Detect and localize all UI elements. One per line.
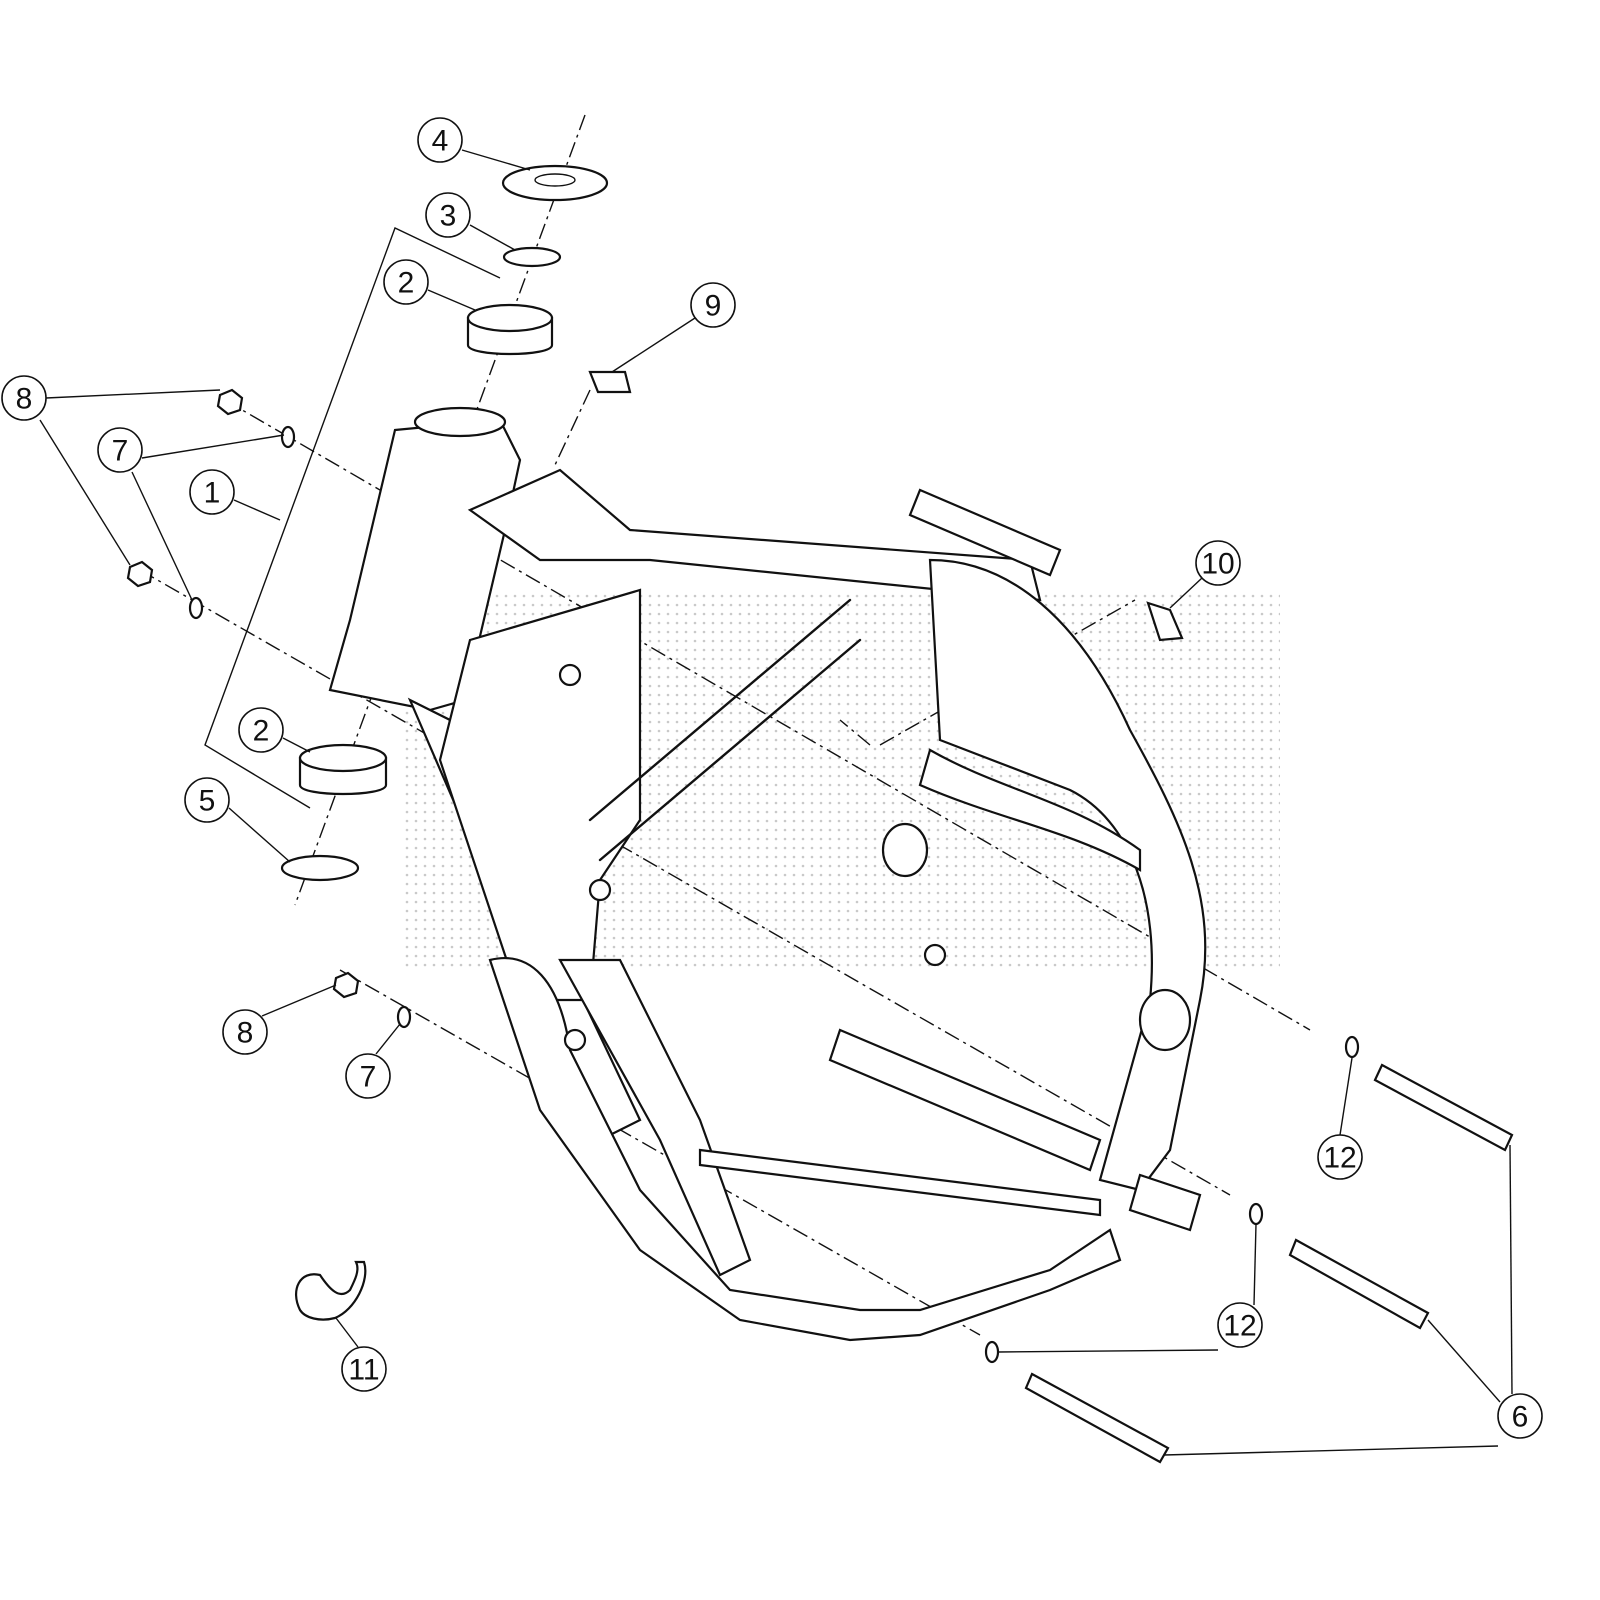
callout-3: 3 [425,192,471,238]
washer-12-c [984,1340,1000,1364]
callout-number: 11 [348,1354,379,1387]
motorcycle-frame [328,406,1207,1342]
callout-number: 10 [1201,548,1234,581]
leader-lines [39,149,1513,1456]
callout-circle [222,1009,268,1055]
nut-8-a [216,388,244,416]
callout-circle [345,1053,391,1099]
callouts: 4 3 2 9 8 7 1 10 2 5 8 7 12 12 11 6 [1,117,1543,1439]
bolt-6-b [1288,1238,1430,1330]
callout-circle [1217,1302,1263,1348]
callout-number: 12 [1223,1310,1256,1343]
callout-12: 12 [1217,1302,1263,1348]
callout-6: 6 [1497,1393,1543,1439]
callout-circle [97,427,143,473]
washer-7-a [280,425,296,449]
washer-12-b [1248,1202,1264,1226]
callout-7: 7 [97,427,143,473]
callout-number: 9 [705,290,722,323]
bolt-6-c [1024,1372,1170,1464]
dust-cap-4 [501,164,609,202]
callout-circle [383,259,429,305]
callout-number: 4 [432,125,449,158]
clip-9 [588,370,632,394]
callout-2: 2 [238,707,284,753]
callout-circle [425,192,471,238]
callout-number: 3 [440,200,457,233]
callout-circle [1497,1393,1543,1439]
spacer-10 [1146,601,1184,642]
callout-number: 8 [237,1017,254,1050]
callout-number: 7 [112,435,129,468]
callout-circle [1,375,47,421]
callout-circle [690,282,736,328]
callout-circle [1195,540,1241,586]
callout-circle [341,1346,387,1392]
nut-8-b [126,560,154,588]
callout-1: 1 [189,469,235,515]
callout-12: 12 [1317,1134,1363,1180]
callout-8: 8 [222,1009,268,1055]
assembly-bracket [204,227,501,809]
callout-circle [417,117,463,163]
callout-number: 5 [199,785,216,818]
washer-7-b [188,596,204,620]
washer-12-a [1344,1035,1360,1059]
callout-7: 7 [345,1053,391,1099]
washer-7-c [396,1005,412,1029]
callout-number: 7 [360,1061,377,1094]
callout-4: 4 [417,117,463,163]
callout-9: 9 [690,282,736,328]
callout-8: 8 [1,375,47,421]
callout-circle [238,707,284,753]
callout-number: 8 [16,383,33,416]
seal-5 [280,854,360,882]
cable-tie-11 [295,1260,367,1321]
loose-parts [126,164,1514,1464]
callout-10: 10 [1195,540,1241,586]
callout-number: 2 [398,267,415,300]
bolt-6-a [1373,1063,1514,1152]
callout-5: 5 [184,777,230,823]
callout-circle [184,777,230,823]
callout-circle [1317,1134,1363,1180]
callout-number: 2 [253,715,270,748]
callout-number: 6 [1512,1401,1529,1434]
callout-number: 12 [1323,1142,1356,1175]
callout-2: 2 [383,259,429,305]
callout-11: 11 [341,1346,387,1392]
nut-8-c [332,971,360,999]
callout-number: 1 [204,477,221,510]
callout-circle [189,469,235,515]
ring-3 [502,246,562,268]
